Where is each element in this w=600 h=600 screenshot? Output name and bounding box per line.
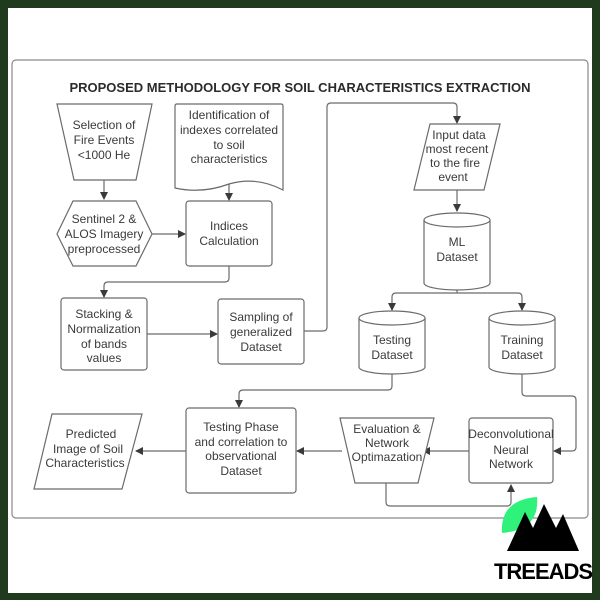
node-label: ALOS Imagery <box>65 227 144 241</box>
node-label: Optimazation <box>352 450 423 464</box>
node-label: Dataset <box>371 348 413 362</box>
node-label: indexes correlated <box>180 123 278 137</box>
arrow-testing-testphase <box>235 374 393 408</box>
node-label: values <box>87 351 122 365</box>
node-evaluation: Evaluation & Network Optimazation <box>339 417 435 484</box>
node-label: Image of Soil <box>53 442 123 456</box>
node-testing-dataset: Testing Dataset <box>358 310 426 375</box>
logo-text: TREEADS <box>494 559 592 584</box>
node-label: Dataset <box>436 250 478 264</box>
node-label: Sampling of <box>229 310 293 324</box>
node-label: Selection of <box>73 118 136 132</box>
node-label: Evaluation & <box>353 422 420 436</box>
node-identification: Identification of indexes correlated to … <box>174 103 284 191</box>
node-label: of bands <box>81 337 127 351</box>
node-training-dataset: Training Dataset <box>488 310 556 375</box>
arrow-ml-testing <box>388 292 457 311</box>
leaf-icon <box>501 497 538 533</box>
node-label: Sentinel 2 & <box>72 212 137 226</box>
node-label: observational <box>205 449 276 463</box>
node-label: Training <box>501 333 544 347</box>
node-sampling: Sampling of generalized Dataset <box>217 298 305 365</box>
arrow-ml-training <box>457 292 526 311</box>
node-label: Stacking & <box>75 307 132 321</box>
arrow-indices-stacking <box>100 266 230 298</box>
arrow-evaluation-deconv <box>385 483 515 507</box>
node-label: Calculation <box>199 234 258 248</box>
node-selection: Selection of Fire Events <1000 He <box>56 103 153 181</box>
node-label: Network <box>489 457 534 471</box>
arrow-training-deconv <box>521 374 577 455</box>
node-deconvolutional: Deconvolutional Neural Network <box>468 417 554 484</box>
node-label: to the fire <box>430 156 480 170</box>
node-label: Deconvolutional <box>468 427 553 441</box>
node-label: Indices <box>210 219 248 233</box>
node-label: Normalization <box>67 322 140 336</box>
node-stacking: Stacking & Normalization of bands values <box>60 297 148 371</box>
node-label: Fire Events <box>74 133 135 147</box>
node-label: Dataset <box>240 340 282 354</box>
node-predicted: Predicted Image of Soil Characteristics <box>33 413 143 490</box>
node-label: most recent <box>426 142 489 156</box>
node-label: Neural <box>493 443 528 457</box>
node-label: Testing <box>373 333 411 347</box>
treeads-logo: TREEADS <box>494 497 593 584</box>
node-label: characteristics <box>191 152 268 166</box>
node-sentinel: Sentinel 2 & ALOS Imagery preprocessed <box>56 200 153 267</box>
node-indices: Indices Calculation <box>185 200 273 267</box>
node-label: Network <box>365 436 410 450</box>
node-label: generalized <box>230 325 292 339</box>
node-testing-phase: Testing Phase and correlation to observa… <box>185 407 297 494</box>
node-label: Testing Phase <box>203 420 279 434</box>
connectors <box>100 102 577 507</box>
node-label: Dataset <box>220 464 262 478</box>
node-label: ML <box>449 235 466 249</box>
node-label: Input data <box>432 128 486 142</box>
diagram-frame <box>11 59 589 519</box>
node-label: event <box>438 170 468 184</box>
arrow-sampling-input <box>304 102 461 332</box>
diagram-title: PROPOSED METHODOLOGY FOR SOIL CHARACTERI… <box>69 80 530 95</box>
node-label: Dataset <box>501 348 543 362</box>
node-label: Identification of <box>189 108 270 122</box>
node-label: preprocessed <box>68 242 141 256</box>
node-ml-dataset: ML Dataset <box>423 212 491 291</box>
node-label: and correlation to <box>195 435 288 449</box>
node-label: to soil <box>213 138 244 152</box>
mountains-icon <box>507 504 579 551</box>
node-label: <1000 He <box>78 148 131 162</box>
node-input: Input data most recent to the fire event <box>413 123 501 191</box>
node-label: Characteristics <box>45 456 124 470</box>
node-label: Predicted <box>66 427 117 441</box>
